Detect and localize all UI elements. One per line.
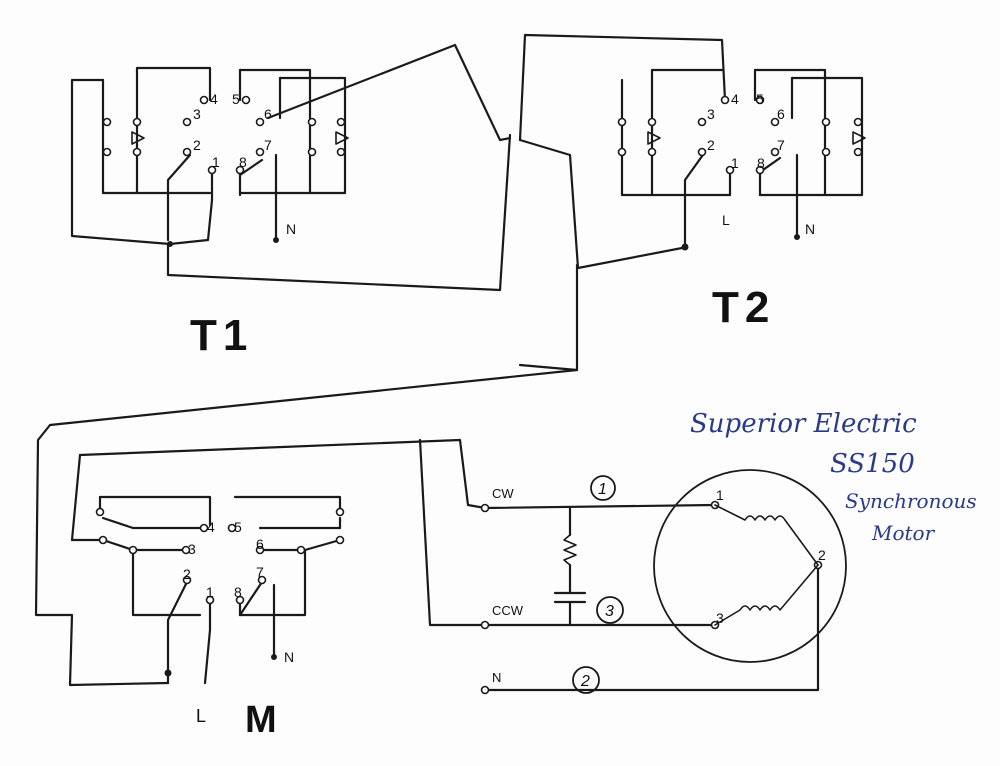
t1-neutral-label: N [286, 221, 296, 237]
relay-t1: 4 5 3 6 2 7 1 8 N T1 [70, 43, 512, 360]
motor-terminal-1: 1 [716, 487, 724, 503]
wire-number-1: 1 [598, 481, 607, 498]
m-pin-4: 4 [207, 519, 215, 535]
t2-pin-8: 8 [757, 155, 765, 171]
t2-pin-5: 5 [756, 91, 764, 107]
t2-pin-7: 7 [777, 137, 785, 153]
motor-title-line3: Synchronous [845, 489, 977, 513]
m-neutral-label: N [284, 649, 294, 665]
relay-t2: 4 5 3 6 2 7 1 8 N L T2 [518, 33, 866, 372]
t1-pin-8: 8 [239, 154, 247, 170]
t2-label: T2 [712, 283, 775, 332]
wire-number-2: 2 [580, 673, 590, 690]
t2-pin-1: 1 [731, 155, 739, 171]
t2-pin-3: 3 [707, 106, 715, 122]
t2-pin-6: 6 [777, 106, 785, 122]
t2-pin-2: 2 [707, 137, 715, 153]
motor-title-line2: SS150 [830, 449, 915, 479]
t2-to-m-wire [34, 368, 579, 687]
m-pin-5: 5 [234, 519, 242, 535]
t1-pin-4: 4 [210, 91, 218, 107]
t2-pin-4: 4 [731, 91, 739, 107]
m-line-label: L [196, 706, 206, 726]
t2-neutral-label: N [805, 221, 815, 237]
m-pin-3: 3 [188, 541, 196, 557]
motor-housing [653, 469, 847, 663]
t1-pin-2: 2 [193, 137, 201, 153]
wire-number-3: 3 [605, 603, 614, 620]
t2-line-label: L [722, 212, 730, 228]
t1-pin-3: 3 [193, 106, 201, 122]
m-pin-8: 8 [234, 584, 242, 600]
ccw-label: CCW [492, 603, 524, 618]
t1-label: T1 [190, 311, 253, 360]
m-pin-6: 6 [256, 536, 264, 552]
motor-title-line1: Superior Electric [690, 409, 917, 439]
t1-outer-loop [70, 78, 172, 246]
t1-pin-5: 5 [232, 91, 240, 107]
n-label: N [492, 670, 501, 685]
cw-label: CW [492, 486, 514, 501]
motor-terminal-2: 2 [818, 547, 826, 563]
motor-circuit: 1 2 3 CW CCW N 1 3 2 Superior Electric S… [480, 409, 977, 695]
t1-pin-1: 1 [212, 154, 220, 170]
m-pin-1: 1 [206, 584, 214, 600]
motor-title-line4: Motor [871, 521, 936, 545]
relay-m: 4 5 3 6 2 7 1 8 N L M [70, 438, 487, 741]
winding-3-2 [714, 564, 819, 626]
m-label: M [245, 699, 277, 741]
motor-terminal-3: 3 [716, 610, 724, 626]
t1-pin-6: 6 [264, 106, 272, 122]
m-pin-2: 2 [183, 566, 191, 582]
winding-1-2 [714, 504, 819, 566]
m-pin-7: 7 [256, 564, 264, 580]
t1-pin-7: 7 [264, 137, 272, 153]
